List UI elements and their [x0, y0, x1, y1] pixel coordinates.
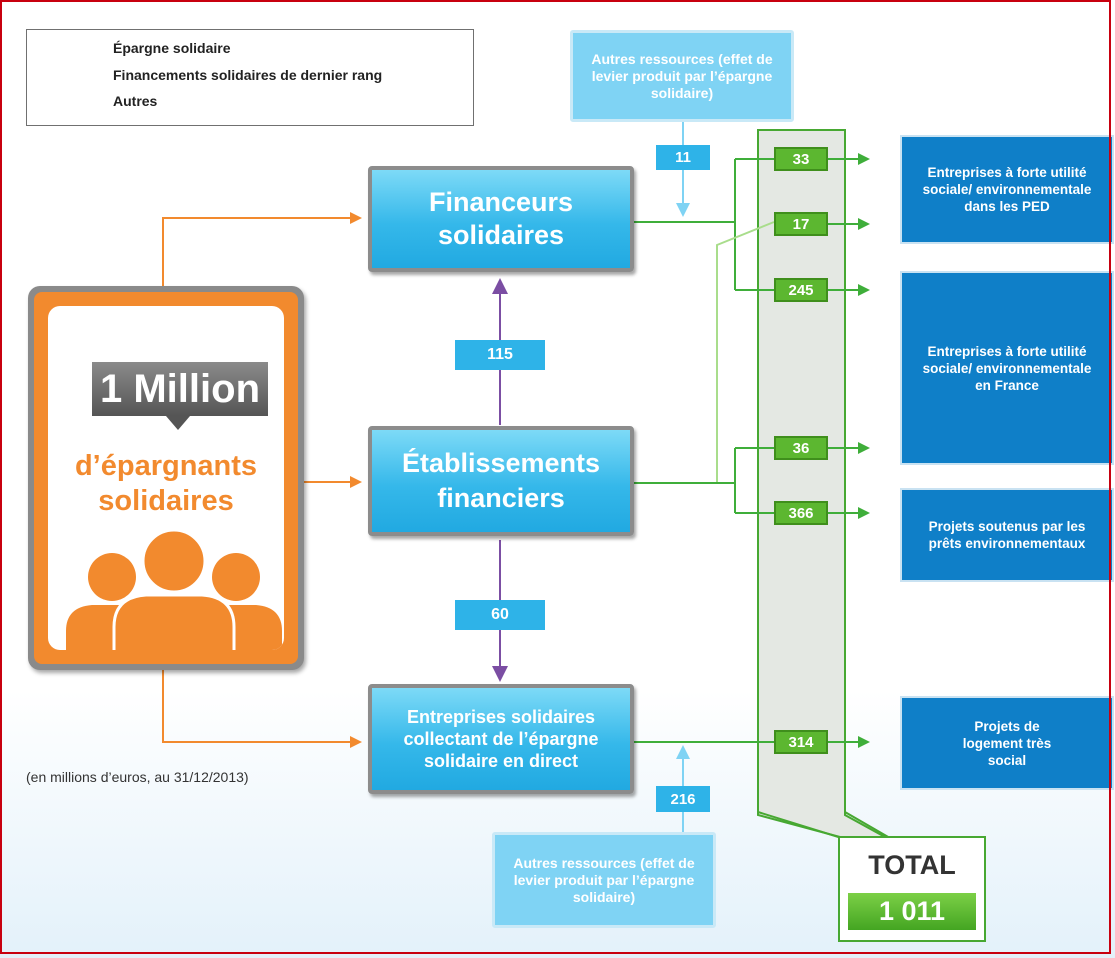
- target-france: Entreprises à forte utilité sociale/ env…: [902, 273, 1112, 463]
- value-badge-11: 11: [656, 145, 710, 170]
- legend-item-epargne: Épargne solidaire: [113, 40, 231, 56]
- green-value-245: 245: [774, 278, 828, 302]
- value-badge-60: 60: [455, 600, 545, 630]
- legend-item-financements: Financements solidaires de dernier rang: [113, 67, 383, 83]
- green-value-17: 17: [774, 212, 828, 236]
- savers-caption: d’épargnants solidaires: [48, 449, 284, 519]
- savers-line-2: solidaires: [98, 485, 234, 517]
- node-etablissements-financiers: Établissements financiers: [368, 426, 634, 536]
- units-note: (en millions d’euros, au 31/12/2013): [26, 769, 249, 785]
- target-ped: Entreprises à forte utilité sociale/ env…: [902, 137, 1112, 242]
- speech-tail: [166, 416, 190, 430]
- legend: Épargne solidaire Financements solidaire…: [26, 29, 474, 126]
- green-value-366: 366: [774, 501, 828, 525]
- green-value-33: 33: [774, 147, 828, 171]
- legend-item-autres: Autres: [113, 93, 158, 109]
- other-resources-top: Autres ressources (effet de levier produ…: [570, 30, 794, 122]
- target-env-loans: Projets soutenus par les prêts environne…: [902, 490, 1112, 580]
- green-value-314: 314: [774, 730, 828, 754]
- million-headline: 1 Million: [92, 362, 268, 416]
- savers-line-1: d’épargnants: [74, 450, 258, 482]
- total-label: TOTAL: [868, 850, 956, 880]
- value-badge-216: 216: [656, 786, 710, 812]
- savers-card: 1 Million d’épargnants solidaires: [28, 286, 304, 670]
- total-box: TOTAL 1 011: [838, 836, 986, 942]
- node-financeurs-solidaires: Financeurs solidaires: [368, 166, 634, 272]
- node-entreprises-solidaires: Entreprises solidaires collectant de l’é…: [368, 684, 634, 794]
- value-badge-115: 115: [455, 340, 545, 370]
- total-value: 1 011: [848, 893, 976, 930]
- target-housing: Projets de logement très social: [902, 698, 1112, 788]
- green-value-36: 36: [774, 436, 828, 460]
- people-icon: [66, 531, 282, 650]
- other-resources-bottom: Autres ressources (effet de levier produ…: [492, 832, 716, 928]
